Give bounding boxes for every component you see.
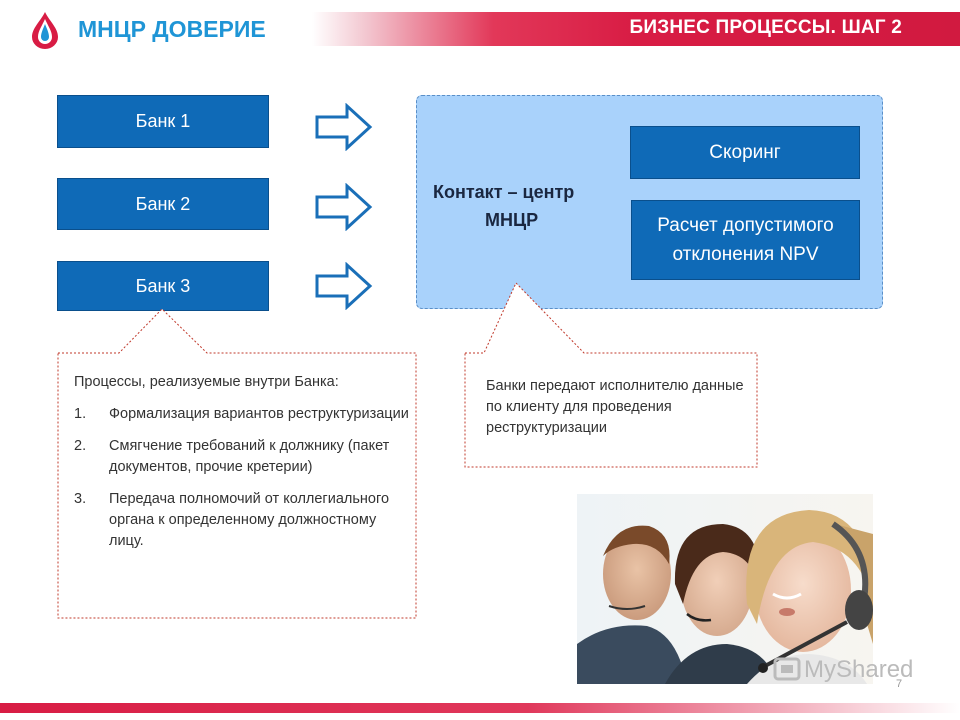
watermark: MyShared: [772, 656, 913, 684]
arrow-right-icon: [315, 103, 373, 151]
bank-processes-text: Процессы, реализуемые внутри Банка: 1. Ф…: [74, 372, 414, 563]
list-item: 3. Передача полномочий от коллегиального…: [74, 489, 414, 552]
list-item-number: 1.: [74, 406, 87, 422]
arrow-right-icon: [315, 262, 373, 310]
list-item-number: 3.: [74, 491, 87, 507]
data-transfer-callout: [464, 282, 758, 468]
arrow-right-icon: [315, 183, 373, 231]
brand-name: МНЦР ДОВЕРИЕ: [78, 16, 266, 42]
npv-line1: Расчет допустимого: [657, 215, 834, 236]
list-item: 2. Смягчение требований к должнику (паке…: [74, 436, 414, 478]
bank-1-box: Банк 1: [57, 95, 269, 148]
contact-center-title-line1: Контакт – центр: [433, 182, 575, 202]
bank-3-box: Банк 3: [57, 261, 269, 311]
footer-band: [0, 703, 960, 713]
scoring-box: Скоринг: [630, 126, 860, 179]
list-item: 1. Формализация вариантов реструктуризац…: [74, 404, 414, 425]
header-band: [312, 12, 960, 46]
npv-box: Расчет допустимого отклонения NPV: [631, 200, 860, 280]
bank-processes-list: 1. Формализация вариантов реструктуризац…: [74, 404, 414, 552]
watermark-text: MyShared: [804, 656, 914, 683]
watermark-logo-icon: [773, 657, 801, 681]
list-item-number: 2.: [74, 438, 87, 454]
data-transfer-text: Банки передают исполнителю данные по кли…: [486, 378, 744, 436]
page-title: БИЗНЕС ПРОЦЕССЫ. ШАГ 2: [629, 17, 902, 38]
list-item-text: Передача полномочий от коллегиального ор…: [109, 491, 390, 549]
npv-line2: отклонения NPV: [672, 244, 819, 265]
page-number: 7: [896, 678, 903, 690]
call-center-operators-photo: [577, 494, 873, 684]
bank-processes-intro: Процессы, реализуемые внутри Банка:: [74, 374, 339, 390]
bank-processes-callout: [57, 307, 417, 619]
contact-center-title-line2: МНЦР: [485, 210, 539, 230]
logo-drop-icon: [32, 12, 58, 49]
contact-center-title: Контакт – центр МНЦР: [433, 178, 633, 234]
bank-2-box: Банк 2: [57, 178, 269, 230]
list-item-text: Смягчение требований к должнику (пакет д…: [109, 438, 390, 475]
list-item-text: Формализация вариантов реструктуризации: [109, 406, 409, 422]
